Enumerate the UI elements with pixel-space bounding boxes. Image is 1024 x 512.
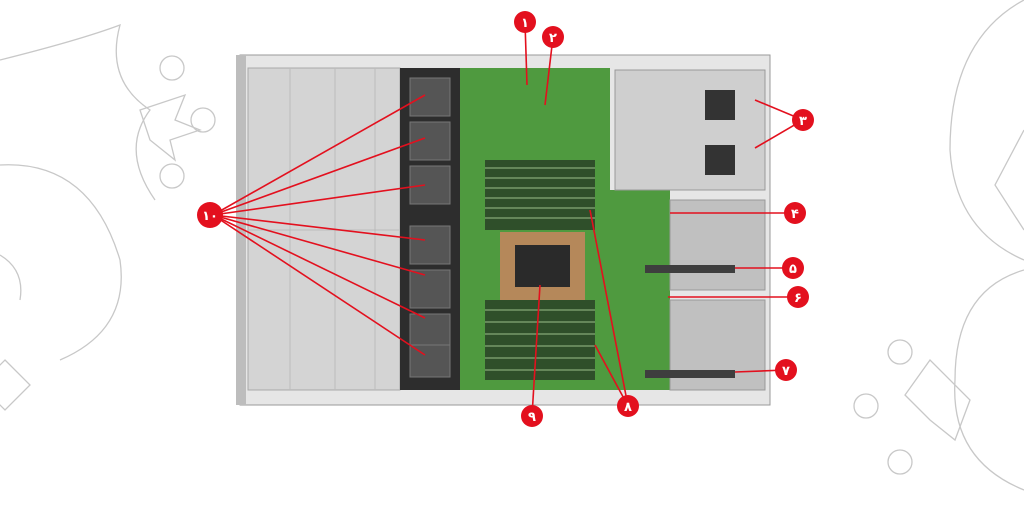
svg-text:۵: ۵ [789,262,797,277]
callout-1: ۱ [514,11,536,33]
svg-text:۷: ۷ [782,364,790,379]
callout-6: ۶ [787,286,809,308]
decorative-ornament-right [853,0,1024,491]
svg-text:۸: ۸ [624,400,632,415]
callout-2: ۲ [542,26,564,48]
svg-text:۴: ۴ [791,207,799,222]
svg-text:۶: ۶ [794,291,802,306]
svg-text:۹: ۹ [528,410,536,425]
callout-10: ۱۰ [197,202,223,228]
power-supply-bay [614,69,766,191]
svg-text:۱۰: ۱۰ [202,209,218,224]
callout-5: ۵ [782,257,804,279]
callout-9: ۹ [521,405,543,427]
callout-4: ۴ [784,202,806,224]
riser-upper [669,199,766,291]
callout-7: ۷ [775,359,797,381]
callout-lines [212,21,804,417]
svg-text:۳: ۳ [799,114,807,129]
callout-3: ۳ [792,109,814,131]
decorative-ornament-left [0,23,216,411]
callout-8: ۸ [617,395,639,417]
svg-text:۱: ۱ [521,16,529,31]
svg-text:۲: ۲ [549,31,557,46]
drive-bay [247,67,401,391]
server-chassis [236,54,771,406]
